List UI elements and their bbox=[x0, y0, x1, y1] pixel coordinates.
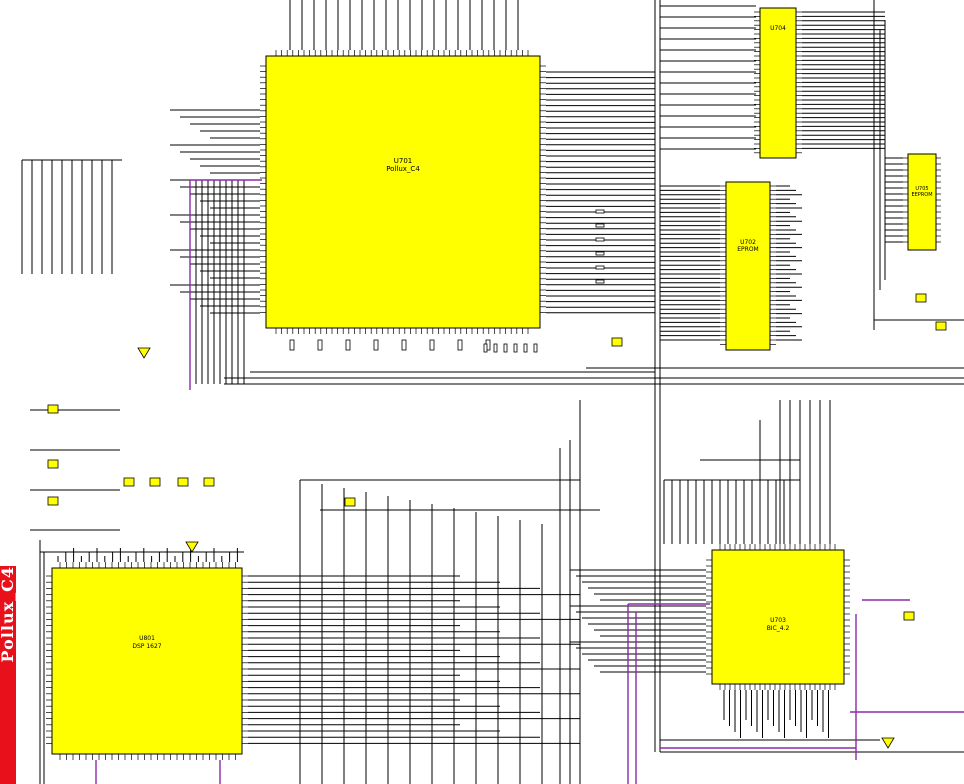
chip-u702-part: EPROM bbox=[737, 246, 758, 253]
chip-u705[interactable]: U705 EEPROM bbox=[907, 153, 937, 251]
chip-u704[interactable]: U704 bbox=[759, 7, 797, 159]
passive-part bbox=[493, 343, 498, 353]
diode-symbol bbox=[137, 347, 151, 359]
chip-u801-part: DSP 1627 bbox=[132, 643, 161, 650]
passive-part bbox=[483, 343, 488, 353]
passive-part bbox=[47, 459, 59, 469]
passive-components bbox=[47, 209, 947, 749]
chip-pin-ticks bbox=[46, 11, 941, 760]
passive-part bbox=[47, 404, 59, 414]
passive-part bbox=[513, 343, 518, 353]
sheet-title-tab: Pollux_C4 bbox=[0, 566, 16, 784]
passive-part bbox=[595, 251, 605, 256]
wire-layer bbox=[21, 0, 964, 784]
chip-u701-ref: U701 bbox=[394, 157, 412, 165]
passive-part bbox=[149, 477, 161, 487]
passive-part bbox=[611, 337, 623, 347]
chip-u702-ref: U702 bbox=[740, 239, 756, 246]
chip-u704-ref: U704 bbox=[770, 25, 786, 32]
passive-part bbox=[533, 343, 538, 353]
passive-part bbox=[903, 611, 915, 621]
passive-part bbox=[203, 477, 215, 487]
passive-part bbox=[595, 237, 605, 242]
passive-part bbox=[595, 279, 605, 284]
chip-u703[interactable]: U703 BIC_4.2 bbox=[711, 549, 845, 685]
chip-u801-ref: U801 bbox=[139, 635, 155, 642]
chip-u701-part: Pollux_C4 bbox=[386, 165, 420, 173]
diode-symbol bbox=[881, 737, 895, 749]
passive-part bbox=[429, 339, 435, 351]
chip-u705-ref: U705 bbox=[915, 186, 928, 192]
passive-part bbox=[503, 343, 508, 353]
chip-u703-part: BIC_4.2 bbox=[767, 625, 790, 632]
passive-part bbox=[123, 477, 135, 487]
chip-u701[interactable]: U701 Pollux_C4 bbox=[265, 55, 541, 329]
passive-part bbox=[935, 321, 947, 331]
passive-part bbox=[47, 496, 59, 506]
passive-part bbox=[401, 339, 407, 351]
passive-part bbox=[595, 223, 605, 228]
passive-part bbox=[373, 339, 379, 351]
passive-part bbox=[595, 209, 605, 214]
chip-u703-ref: U703 bbox=[770, 617, 786, 624]
chip-u702[interactable]: U702 EPROM bbox=[725, 181, 771, 351]
diode-symbol bbox=[185, 541, 199, 553]
passive-part bbox=[317, 339, 323, 351]
sheet-title-text: Pollux_C4 bbox=[0, 566, 16, 663]
chip-u705-part: EEPROM bbox=[911, 192, 932, 198]
passive-part bbox=[344, 497, 356, 507]
passive-part bbox=[595, 265, 605, 270]
passive-part bbox=[345, 339, 351, 351]
passive-part bbox=[289, 339, 295, 351]
passive-part bbox=[457, 339, 463, 351]
passive-part bbox=[915, 293, 927, 303]
passive-part bbox=[177, 477, 189, 487]
bus-layer bbox=[95, 179, 964, 784]
passive-part bbox=[523, 343, 528, 353]
chip-u801[interactable]: U801 DSP 1627 bbox=[51, 567, 243, 755]
